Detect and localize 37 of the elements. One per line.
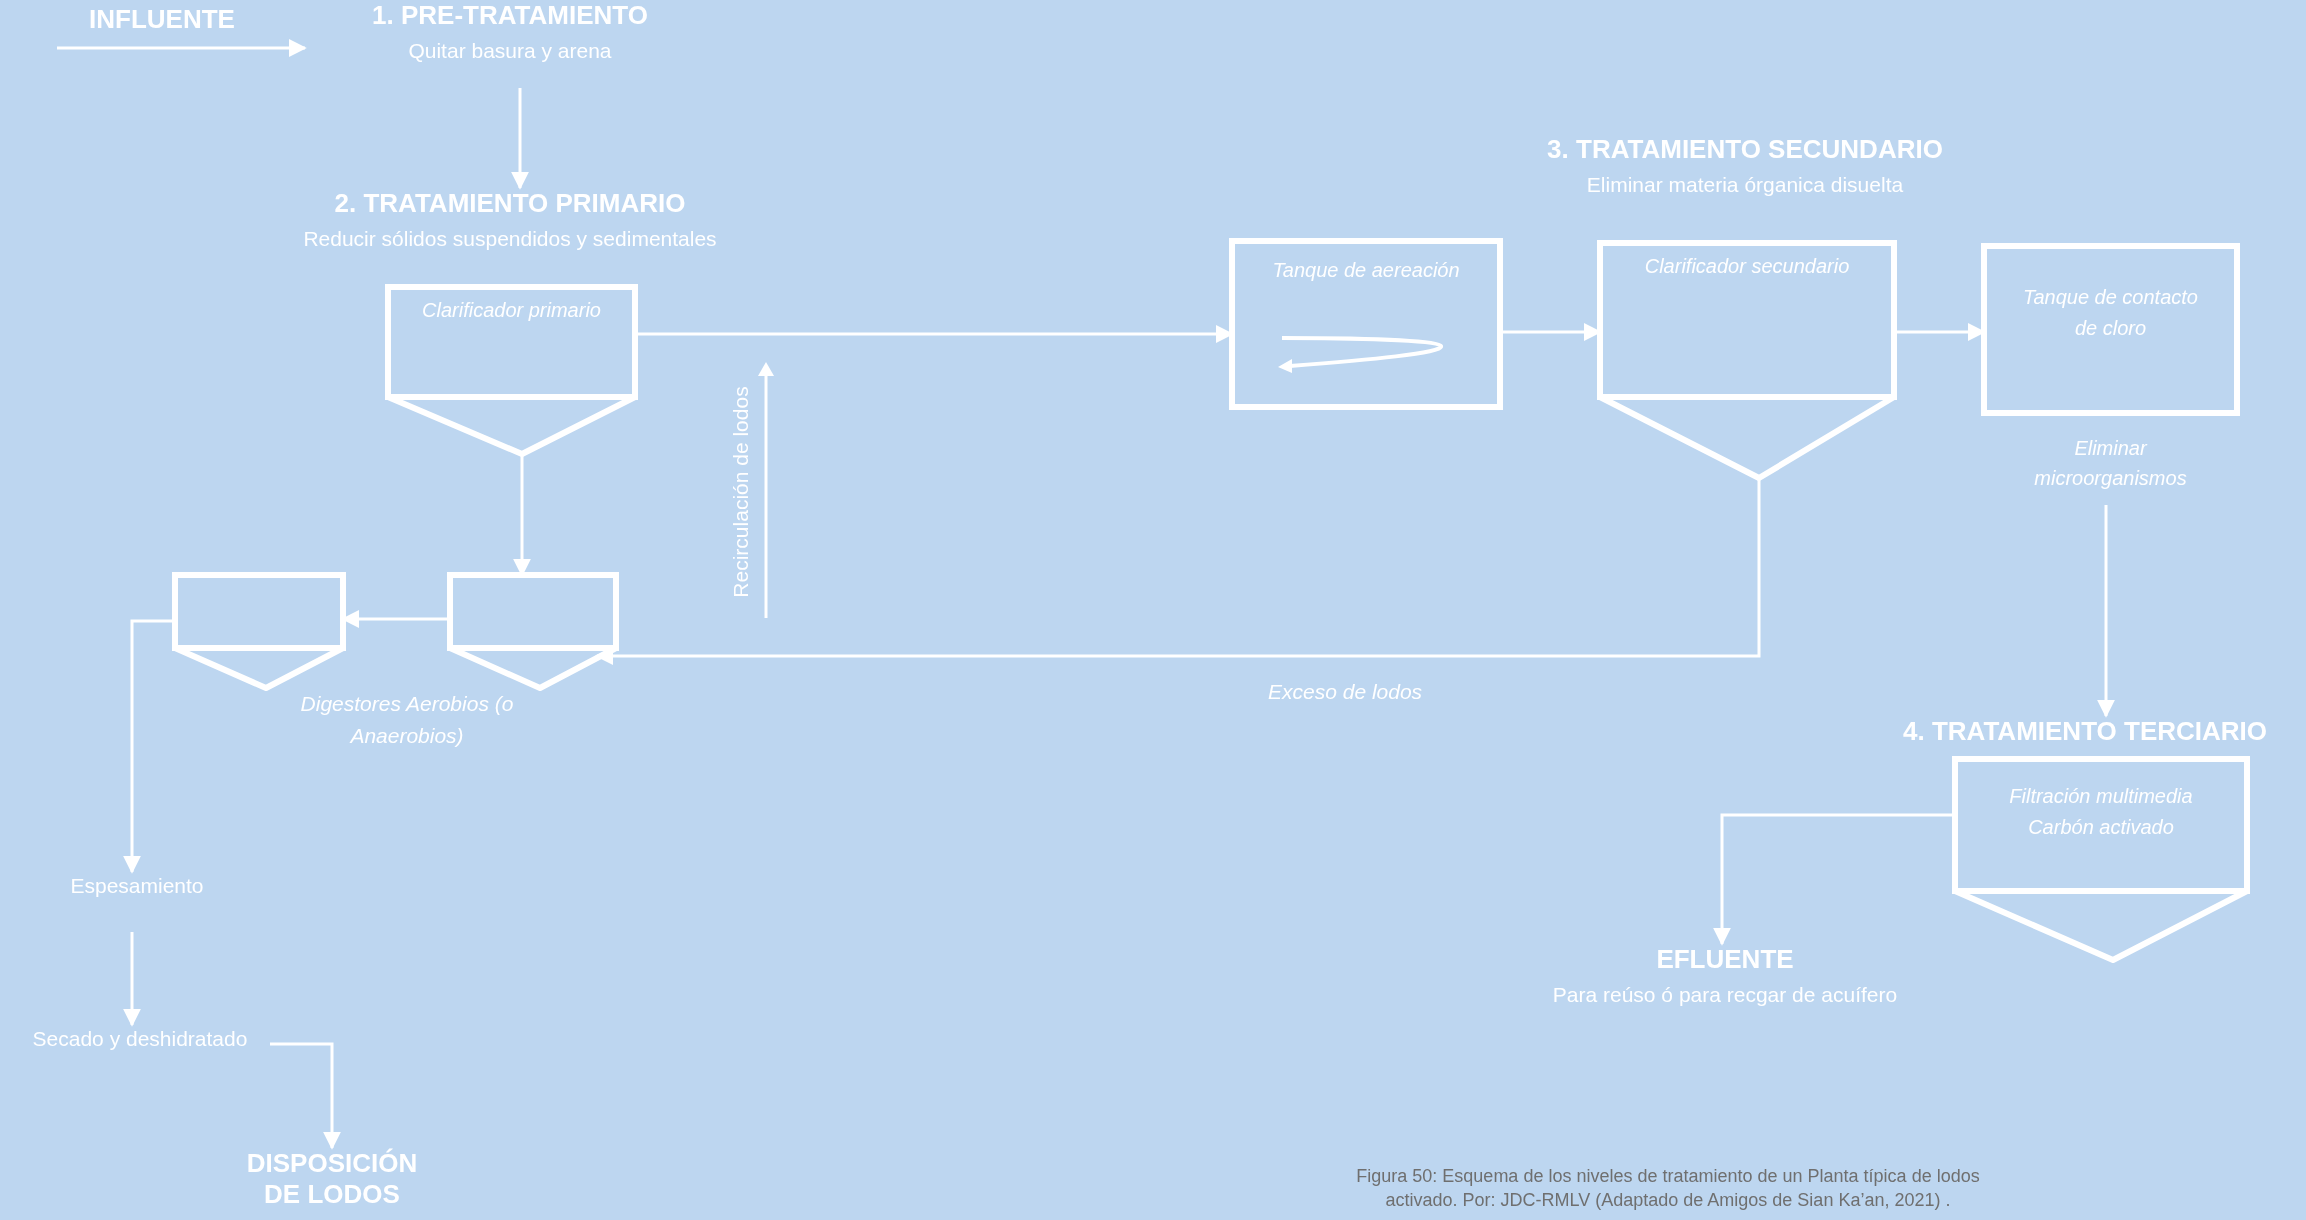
arrow [2097,505,2115,718]
stage-description: Reducir sólidos suspendidos y sedimentales [302,226,718,253]
flow-label: Recirculación de lodos [728,386,754,598]
stage-heading: EFLUENTE [1655,944,1795,976]
clarifier-tank [388,287,635,454]
tank-box [1232,241,1500,407]
arrow [123,932,141,1027]
clarifier-tank [1600,243,1894,478]
digester-tank [175,575,343,688]
edge-label: Exceso de lodos [1268,680,1423,704]
step-label: Secado y deshidratado [31,1026,249,1052]
note-text: Eliminar microorganismos [2033,436,2188,491]
unit-note: Digestores Aerobios (o Anaerobios) [299,691,515,749]
unit-label: Clarificador primario [421,298,602,323]
arrow [1713,813,1955,946]
arrow [270,1042,341,1150]
stage-heading: INFLUENTE [88,4,236,36]
arrow [511,88,529,190]
clarifier-tank [1955,759,2247,960]
arrow [57,39,307,57]
stage-heading: 4. TRATAMIENTO TERCIARIO [1902,716,2268,748]
step-label: Espesamiento [69,873,205,899]
unit-label: Tanque de aereación [1271,258,1461,283]
stage-description: Eliminar materia órganica disuelta [1585,172,1905,199]
stage-description: Quitar basura y arena [407,38,613,65]
stage-heading: 1. PRE-TRATAMIENTO [371,0,649,32]
unit-label: Filtración multimedia [2008,784,2194,809]
unit-label: Clarificador secundario [1643,254,1851,279]
stage-heading: 3. TRATAMIENTO SECUNDARIO [1546,134,1944,166]
stage-description: Para reúso ó para recgar de acuífero [1551,982,1899,1009]
stage-heading: 2. TRATAMIENTO PRIMARIO [333,188,687,220]
unit-label: Tanque de contacto de cloro [2022,285,2199,341]
stage-heading: DISPOSICIÓN DE LODOS [245,1148,419,1211]
digester-tank [450,575,616,688]
figure-caption: Figura 50: Esquema de los niveles de tratamiento de un Planta típica de lodos activado. Por: JDC-RMLV (Adaptado de Amigos de Sian Ka’an, 2021) . [1355,1165,1981,1213]
arrow [123,619,175,874]
unit-label: Carbón activado [2027,815,2175,840]
